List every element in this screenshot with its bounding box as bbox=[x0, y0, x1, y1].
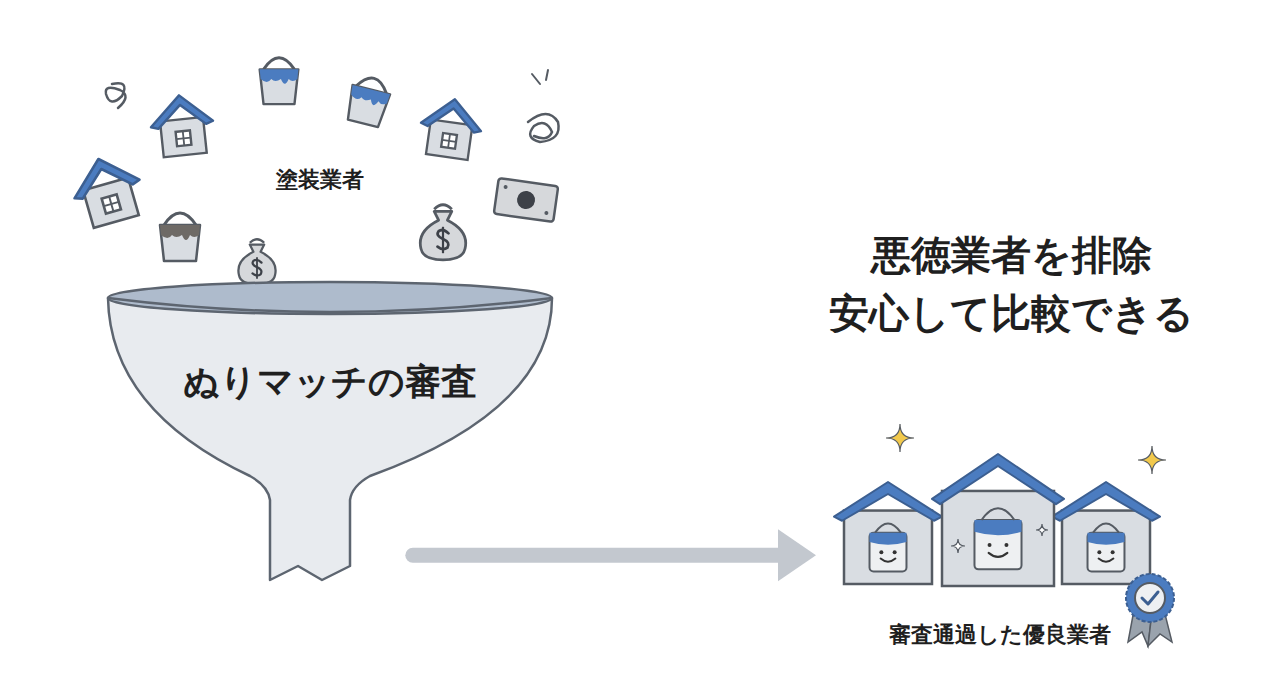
screening-funnel: ぬりマッチの審査 bbox=[100, 280, 560, 600]
approved-houses bbox=[830, 420, 1170, 655]
flow-arrow bbox=[413, 529, 816, 581]
headline: 悪徳業者を排除 安心して比較できる bbox=[806, 226, 1216, 342]
contractors-label: 塗装業者 bbox=[250, 166, 390, 195]
funnel-shape bbox=[100, 280, 560, 600]
approved-contractors: 審査通過した優良業者 bbox=[830, 420, 1170, 655]
node-text: 審査通過した優良業者 bbox=[889, 620, 1111, 650]
node-text: ぬりマッチの審査 bbox=[183, 358, 477, 407]
